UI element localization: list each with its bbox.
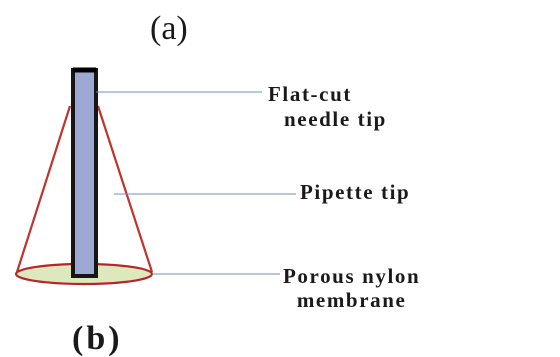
callout-membrane-line-1: Porous nylon bbox=[283, 264, 421, 288]
callout-needle-tip: Flat-cut needle tip bbox=[268, 82, 387, 132]
callout-needle-line-1: Flat-cut bbox=[268, 82, 352, 106]
panel-label-a: (a) bbox=[150, 10, 188, 47]
panel-label-b: (b) bbox=[72, 320, 123, 357]
pipette-tip-left-edge bbox=[15, 105, 72, 273]
callout-needle-line-2: needle tip bbox=[284, 107, 387, 131]
pipette-tip-right-edge bbox=[96, 105, 154, 273]
callout-pipette-tip: Pipette tip bbox=[300, 180, 410, 205]
flat-cut-needle bbox=[71, 68, 98, 278]
callout-pipette-text: Pipette tip bbox=[300, 180, 411, 204]
callout-membrane-line-2: membrane bbox=[296, 288, 407, 312]
callout-membrane: Porous nylon membrane bbox=[283, 264, 420, 312]
